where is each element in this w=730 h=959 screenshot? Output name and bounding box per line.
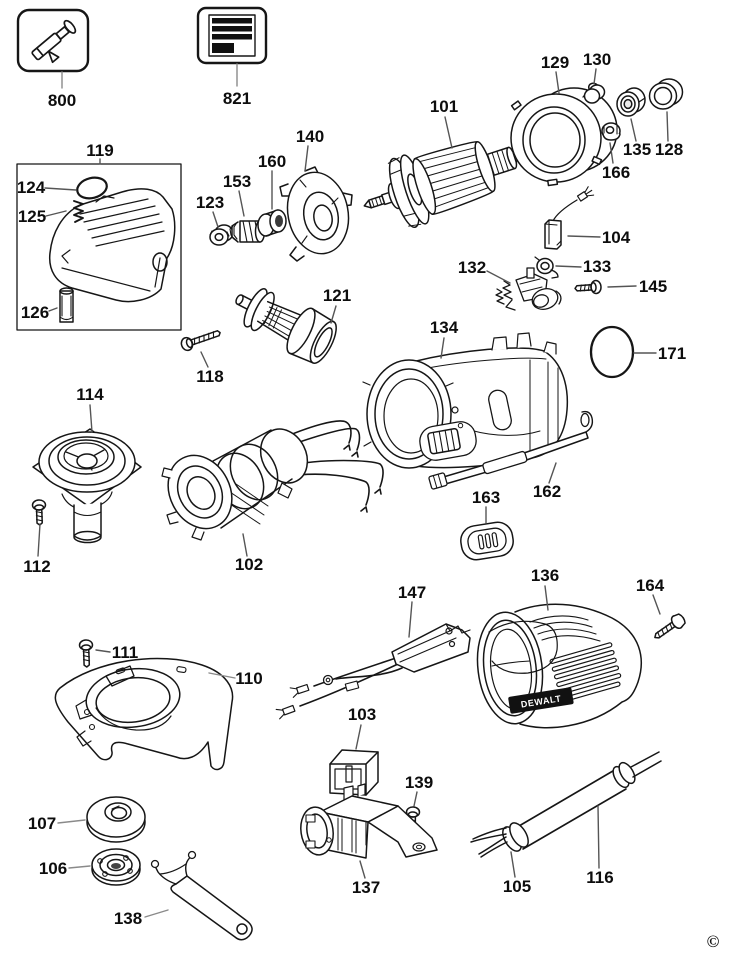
part-label-119: 119	[86, 141, 113, 160]
part-166-nut	[601, 122, 621, 141]
part-130-spacer	[583, 84, 606, 104]
warning-label-icon	[208, 14, 256, 57]
part-label-134: 134	[430, 318, 459, 337]
part-label-153: 153	[223, 172, 251, 191]
part-label-101: 101	[430, 97, 458, 116]
part-label-139: 139	[405, 773, 433, 792]
part-label-106: 106	[39, 859, 67, 878]
part-label-166: 166	[602, 163, 630, 182]
part-163-button	[460, 521, 514, 561]
part-133-clip	[534, 256, 559, 279]
part-label-110: 110	[235, 669, 262, 688]
callouts	[37, 63, 669, 918]
part-123-nut	[209, 224, 234, 246]
part-label-121: 121	[323, 286, 351, 305]
part-label-137: 137	[352, 878, 380, 897]
part-label-103: 103	[348, 705, 376, 724]
part-label-126: 126	[21, 303, 49, 322]
part-104-brush	[544, 186, 595, 250]
part-164-screw	[654, 613, 686, 639]
part-102-field-coil	[161, 420, 384, 541]
part-112-screw	[31, 499, 47, 526]
part-label-145: 145	[639, 277, 667, 296]
part-label-123: 123	[196, 193, 224, 212]
part-label-111: 111	[112, 643, 139, 662]
part-126-pin	[59, 287, 74, 323]
part-label-800: 800	[48, 91, 76, 110]
grinder-tool-icon	[31, 19, 77, 64]
part-label-130: 130	[583, 50, 611, 69]
part-125-spring	[73, 200, 84, 223]
part-128-ring	[648, 78, 684, 110]
part-134-motor-housing	[362, 332, 569, 469]
part-147-lead-assembly	[275, 623, 471, 720]
part-label-105: 105	[503, 877, 531, 896]
part-145-screw	[574, 279, 602, 295]
part-110-guard	[54, 657, 234, 771]
part-119-gear-case	[16, 163, 182, 331]
part-107-flange-washer	[86, 796, 146, 843]
part-label-160: 160	[258, 152, 286, 171]
part-137-switch-housing	[300, 783, 438, 859]
part-label-129: 129	[541, 53, 569, 72]
part-label-136: 136	[531, 566, 559, 585]
part-label-112: 112	[23, 557, 50, 576]
part-121-spindle	[235, 288, 337, 364]
tool-legend-box	[16, 8, 90, 73]
part-129-baffle	[510, 82, 618, 187]
copyright-symbol: ©	[707, 932, 720, 951]
part-106-clamp-nut	[91, 848, 141, 886]
part-171-ring	[589, 325, 635, 379]
part-140-clamp-plate	[279, 166, 353, 262]
part-135-bearing	[616, 87, 646, 117]
part-label-147: 147	[398, 583, 426, 602]
part-label-124: 124	[17, 178, 46, 197]
part-label-118: 118	[196, 367, 223, 386]
part-label-162: 162	[533, 482, 561, 501]
part-136-cover: DEWALT	[476, 603, 642, 729]
part-label-135: 135	[623, 140, 651, 159]
part-label-132: 132	[458, 258, 486, 277]
part-label-116: 116	[586, 868, 613, 887]
part-label-128: 128	[655, 140, 683, 159]
label-legend-box	[196, 6, 268, 65]
part-numbers: 800 821 119 124 125 126 123 153 160 140 …	[17, 50, 720, 951]
part-105-cord	[470, 827, 508, 858]
dewalt-logo-badge: DEWALT	[508, 687, 574, 714]
part-116-cord-protector	[502, 751, 662, 852]
part-label-104: 104	[602, 228, 631, 247]
part-label-114: 114	[76, 385, 104, 404]
part-label-125: 125	[18, 207, 46, 226]
part-label-171: 171	[658, 344, 686, 363]
part-103-switch	[329, 749, 379, 796]
part-label-163: 163	[472, 488, 500, 507]
part-114-flange	[32, 428, 142, 544]
part-162-link-rod	[428, 410, 594, 490]
part-132-brush-holder	[495, 267, 562, 311]
part-124-o-ring	[76, 176, 108, 200]
part-label-164: 164	[636, 576, 665, 595]
part-101-armature	[363, 141, 536, 229]
part-label-107: 107	[28, 814, 56, 833]
part-label-140: 140	[296, 127, 324, 146]
part-label-821: 821	[223, 89, 251, 108]
part-label-133: 133	[583, 257, 611, 276]
part-111-screw	[78, 639, 94, 668]
part-label-102: 102	[235, 555, 263, 574]
part-138-wrench	[150, 850, 253, 941]
part-label-138: 138	[114, 909, 142, 928]
part-118-screw	[180, 330, 221, 352]
part-160-bushing	[257, 209, 287, 237]
